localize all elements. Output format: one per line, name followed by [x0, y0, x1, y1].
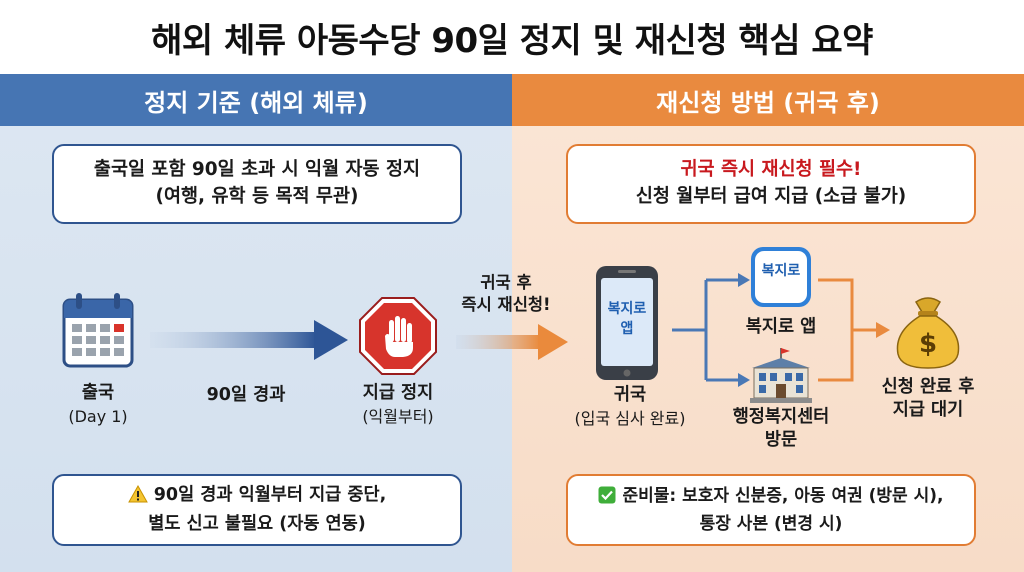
- suspension-note-line2: 별도 신고 불필요 (자동 연동): [148, 513, 366, 534]
- merge-connector: [818, 272, 892, 396]
- svg-text:$: $: [919, 329, 937, 359]
- reapply-arrow-label: 귀국 후 즉시 재신청!: [461, 273, 551, 315]
- arrow-right-icon: [150, 318, 350, 366]
- reapply-note-box: 준비물: 보호자 신분증, 아동 여권 (방문 시), 통장 사본 (변경 시): [566, 474, 976, 546]
- money-bag-icon: $: [892, 296, 964, 374]
- return-sub: (입국 심사 완료): [574, 408, 686, 428]
- reapply-note-line2: 통장 사본 (변경 시): [699, 513, 843, 534]
- checkmark-icon: [598, 486, 616, 512]
- smartphone-icon: [594, 264, 660, 386]
- calendar-icon: [60, 290, 136, 374]
- reapply-rule-box: 귀국 즉시 재신청 필수! 신청 월부터 급여 지급 (소급 불가): [566, 144, 976, 224]
- departure-sub: (Day 1): [68, 406, 128, 426]
- building-icon: [748, 346, 814, 408]
- elapsed-label: 90일 경과: [206, 385, 286, 405]
- bokjiro-app-icon: [750, 246, 812, 312]
- app-label: 복지로 앱: [745, 317, 817, 337]
- reapply-note-line1: 준비물: 보호자 신분증, 아동 여권 (방문 시),: [622, 485, 944, 506]
- warning-icon: [127, 485, 148, 511]
- page-title: 해외 체류 아동수당 90일 정지 및 재신청 핵심 요약: [151, 20, 873, 61]
- suspension-rule-line1: 출국일 포함 90일 초과 시 익월 자동 정지: [93, 159, 421, 181]
- suspension-rule-line2: (여행, 유학 등 목적 무관): [155, 186, 359, 207]
- stop-sign-icon: [358, 296, 438, 380]
- reapply-rule-line1: 귀국 즉시 재신청 필수!: [680, 159, 862, 181]
- stop-sub: (익월부터): [362, 406, 434, 426]
- center-label: 행정복지센터 방문: [732, 407, 830, 450]
- branch-connector: [672, 268, 752, 402]
- suspension-note-line1: 90일 경과 익월부터 지급 중단,: [153, 485, 387, 506]
- suspension-note-box: 90일 경과 익월부터 지급 중단, 별도 신고 불필요 (자동 연동): [52, 474, 462, 546]
- arrow-right-orange-icon: [456, 322, 570, 366]
- phone-screen-text: 복지로 앱: [607, 301, 647, 337]
- left-section-header: 정지 기준 (해외 체류): [0, 74, 512, 126]
- stop-label: 지급 정지 (익월부터): [338, 382, 458, 427]
- suspension-rule-box: 출국일 포함 90일 초과 시 익월 자동 정지 (여행, 유학 등 목적 무관…: [52, 144, 462, 224]
- departure-label: 출국 (Day 1): [40, 382, 156, 427]
- return-label: 귀국 (입국 심사 완료): [560, 384, 700, 429]
- app-icon-text: 복지로: [761, 263, 801, 279]
- right-section-header: 재신청 방법 (귀국 후): [512, 74, 1024, 126]
- done-label: 신청 완료 후 지급 대기: [881, 377, 975, 420]
- reapply-rule-line2: 신청 월부터 급여 지급 (소급 불가): [635, 186, 907, 207]
